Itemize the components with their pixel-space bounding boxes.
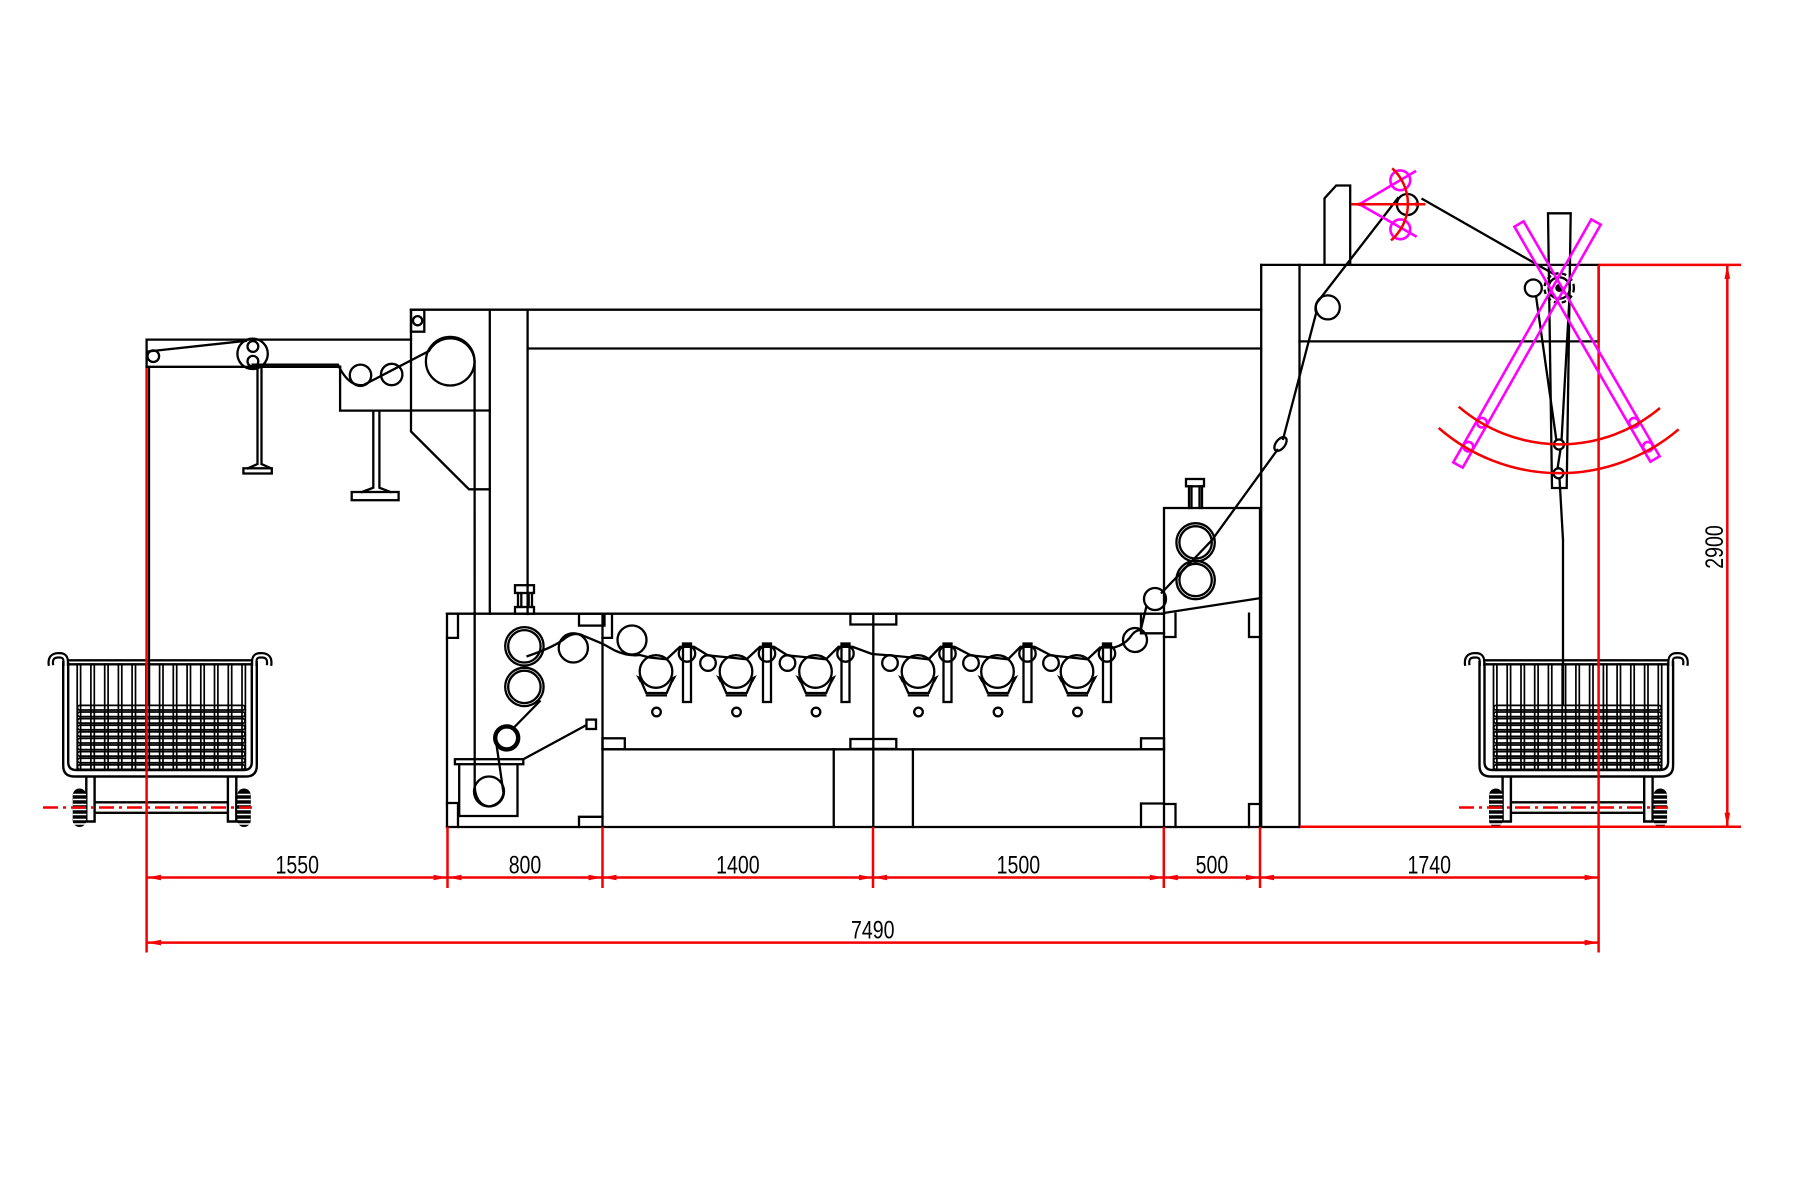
svg-text:1400: 1400 (716, 851, 760, 879)
svg-text:1740: 1740 (1408, 851, 1452, 879)
svg-text:1500: 1500 (997, 851, 1041, 879)
svg-text:7490: 7490 (851, 917, 895, 945)
svg-text:500: 500 (1196, 851, 1229, 879)
svg-text:800: 800 (509, 851, 542, 879)
svg-text:2900: 2900 (1701, 525, 1729, 569)
svg-text:1550: 1550 (276, 851, 320, 879)
